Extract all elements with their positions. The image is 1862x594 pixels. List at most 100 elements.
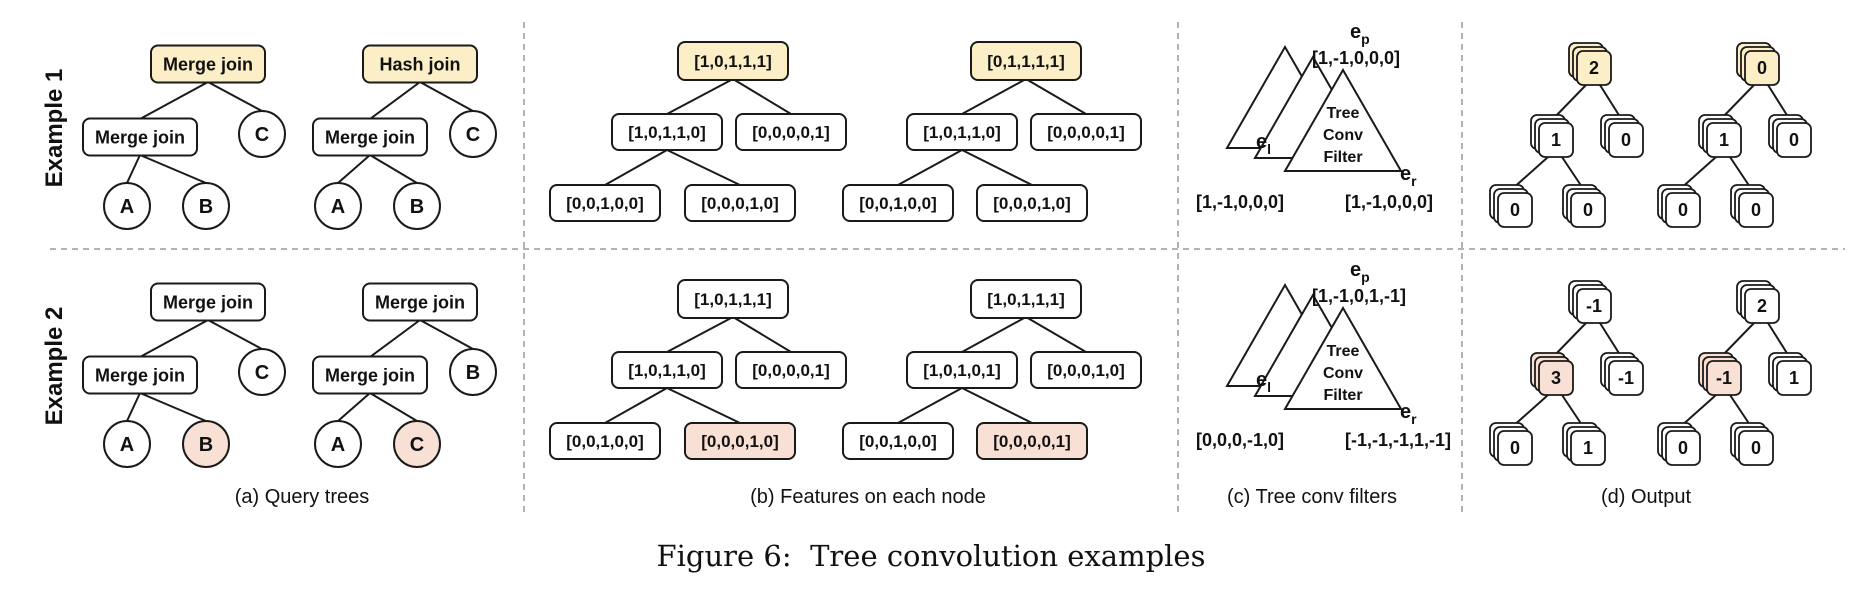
output-card-card [1608, 122, 1644, 158]
feature-node-label: [0,0,1,0,0] [859, 194, 937, 213]
query-join-node-label: Merge join [325, 365, 415, 385]
dividers [50, 22, 1845, 516]
feature-node-box [677, 41, 789, 81]
feature-node-box [611, 351, 723, 389]
tree-conv-filter: TreeConvFilterepeler[1,-1,0,0,0][1,-1,0,… [1196, 21, 1433, 212]
output-card-label: -1 [1716, 368, 1732, 388]
tree-edge [369, 392, 418, 422]
feature-tree: [1,0,1,1,1][1,0,1,0,1][0,0,0,1,0][0,0,1,… [842, 279, 1142, 460]
tree-edge [897, 387, 963, 424]
query-table-node-circle [314, 182, 362, 230]
query-root-node-label: Merge join [163, 292, 253, 312]
feature-node-label: [0,0,0,1,0] [701, 432, 779, 451]
tree-edge [732, 316, 792, 353]
query-table-node-label: C [466, 124, 480, 146]
output-card-label: -1 [1618, 368, 1634, 388]
tree-edge [126, 154, 141, 184]
query-table-node-label: A [120, 434, 134, 456]
query-table-node-circle [314, 420, 362, 468]
feature-node-box [970, 41, 1082, 81]
output-card-label: 1 [1789, 368, 1799, 388]
output-card-card [1538, 360, 1574, 396]
feature-node-box [549, 184, 661, 222]
tree-edge [369, 319, 421, 358]
feature-node-label: [1,0,1,1,1] [694, 52, 772, 71]
feature-node-label: [0,0,1,0,0] [566, 194, 644, 213]
panel-caption-b: (b) Features on each node [750, 486, 986, 508]
tree-edge [666, 149, 741, 186]
query-table-node-label: B [199, 196, 213, 218]
feature-node-label: [0,0,0,1,0] [701, 194, 779, 213]
tree-edge [1025, 78, 1087, 115]
output-card-label: 1 [1583, 438, 1593, 458]
tree-edge [139, 319, 209, 358]
filter-weight-right: [-1,-1,-1,1,-1] [1345, 430, 1451, 450]
output-card-label: 0 [1678, 438, 1688, 458]
feature-node-box [684, 184, 796, 222]
tree-edge [337, 392, 371, 422]
output-root-card-card [1576, 50, 1612, 86]
filter-inner-label: Filter [1323, 387, 1362, 404]
filter-weight-parent: [1,-1,0,0,0] [1312, 48, 1400, 68]
filter-weight-right-symbol: er [1400, 401, 1417, 427]
output-root-card-card [1576, 288, 1612, 324]
query-table-node-circle [182, 182, 230, 230]
filter-triangle-front [1283, 67, 1403, 172]
output-root-card-card [1744, 288, 1780, 324]
query-table-node-label: C [255, 124, 269, 146]
feature-node-label: [0,1,1,1,1] [987, 52, 1065, 71]
output-card-label: 0 [1510, 438, 1520, 458]
tree-edge [139, 81, 209, 120]
query-join-node-box [312, 355, 428, 395]
output-card-label: 0 [1583, 200, 1593, 220]
query-join-node-label: Merge join [95, 127, 185, 147]
query-root-node-label: Hash join [379, 54, 460, 74]
output-card-card [1665, 192, 1701, 228]
query-root-node-box [150, 44, 266, 84]
output-card-card [1665, 430, 1701, 466]
filter-inner-label: Conv [1323, 127, 1363, 144]
query-table-node-circle [238, 348, 286, 396]
feature-node-label: [0,0,1,0,0] [566, 432, 644, 451]
feature-node-box [549, 422, 661, 460]
feature-node-box [906, 351, 1018, 389]
query-join-node-label: Merge join [95, 365, 185, 385]
feature-node-box [842, 184, 954, 222]
query-table-node-circle [238, 110, 286, 158]
output-card-label: 1 [1719, 130, 1729, 150]
output-root-card-label: 2 [1589, 58, 1599, 78]
output-root-card-label: 2 [1757, 296, 1767, 316]
feature-node-label: [1,0,1,1,0] [923, 123, 1001, 142]
tree-edge [369, 81, 421, 120]
tree-edge [961, 78, 1027, 115]
output-card-label: 0 [1751, 200, 1761, 220]
output-card-card [1497, 192, 1533, 228]
filter-weight-right: [1,-1,0,0,0] [1345, 192, 1433, 212]
tree-edge [207, 81, 263, 112]
feature-node-box [684, 422, 796, 460]
feature-tree: [1,0,1,1,1][1,0,1,1,0][0,0,0,0,1][0,0,1,… [549, 279, 847, 460]
filter-weight-parent: [1,-1,0,1,-1] [1312, 286, 1406, 306]
query-join-node-box [312, 117, 428, 157]
output-card-card [1776, 122, 1812, 158]
output-card-card [1570, 430, 1606, 466]
feature-node-box [611, 113, 723, 151]
feature-node-box [976, 422, 1088, 460]
output-card-card [1706, 122, 1742, 158]
feature-node-label: [0,0,1,0,0] [859, 432, 937, 451]
filter-inner-label: Tree [1327, 343, 1360, 360]
output-card-label: 0 [1678, 200, 1688, 220]
filter-inner-label: Filter [1323, 149, 1362, 166]
feature-node-box [976, 184, 1088, 222]
tree-edge [666, 316, 734, 353]
feature-node-label: [0,0,0,0,1] [752, 123, 830, 142]
output-card-card [1738, 192, 1774, 228]
tree-edge [419, 81, 474, 112]
filter-weight-left-symbol: el [1256, 369, 1271, 395]
tree-edge [961, 316, 1027, 353]
tree-edge [604, 149, 668, 186]
